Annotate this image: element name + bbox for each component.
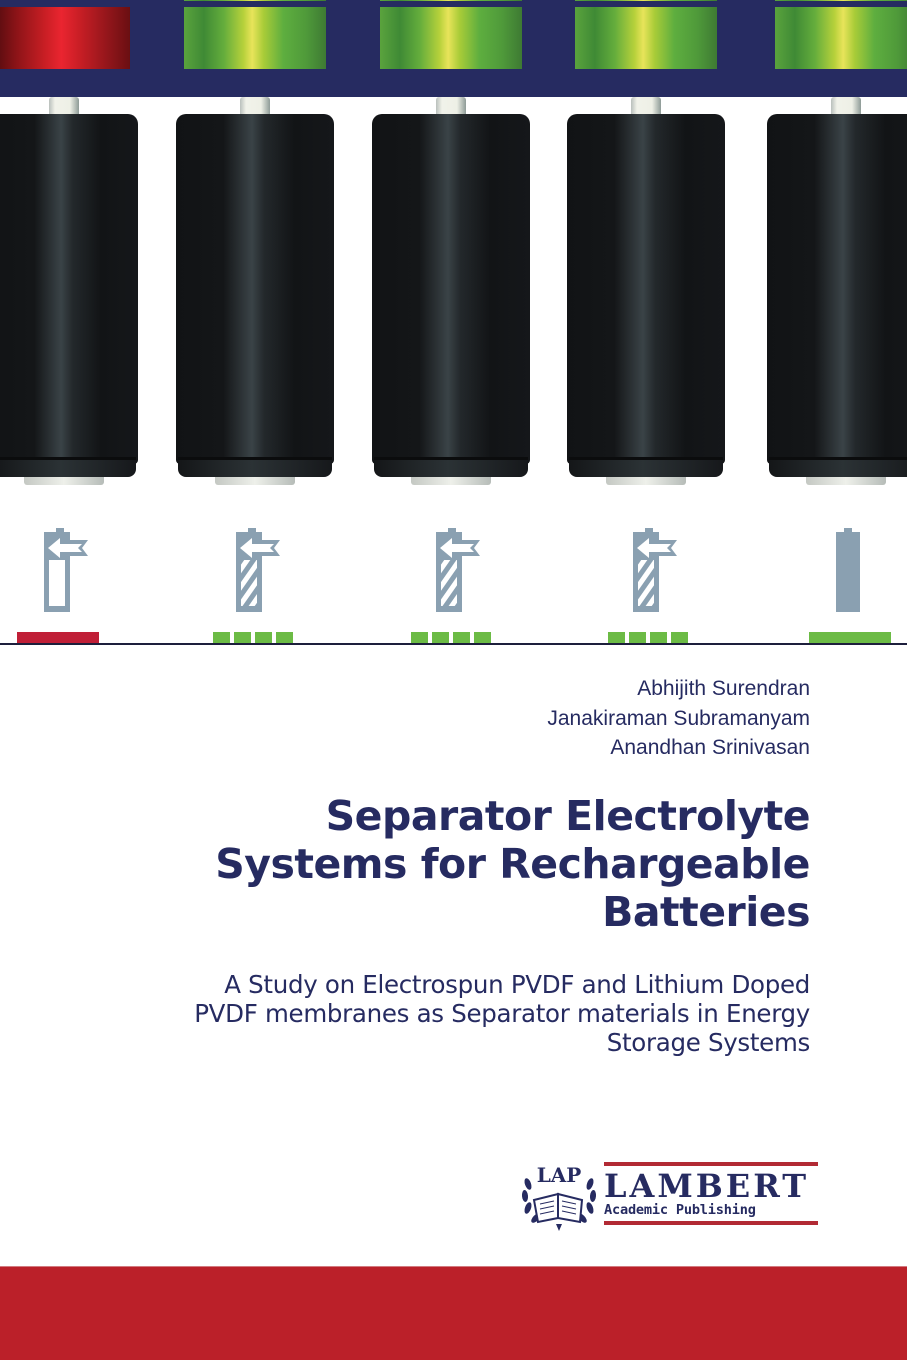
logo-top-rule xyxy=(604,1162,818,1166)
charge-cell xyxy=(775,0,907,1)
subtitle-line: Storage Systems xyxy=(606,1028,811,1057)
logo-bottom-rule xyxy=(604,1221,818,1225)
charge-cells xyxy=(380,0,522,69)
battery-bottom-terminal xyxy=(806,477,886,485)
battery-bottom-terminal xyxy=(24,477,104,485)
battery-base xyxy=(374,457,528,477)
level-bar-low xyxy=(17,632,99,644)
level-segment xyxy=(608,632,625,644)
battery-base xyxy=(569,457,723,477)
title-line: Separator Electrolyte xyxy=(325,792,811,840)
battery-base xyxy=(0,457,136,477)
battery-terminal xyxy=(831,97,861,115)
charge-cells xyxy=(775,0,907,69)
subtitle-line: A Study on Electrospun PVDF and Lithium … xyxy=(224,970,810,999)
book-laurel-emblem-icon: LAP xyxy=(520,1160,598,1232)
charge-cell xyxy=(380,7,522,69)
charge-cell xyxy=(575,0,717,1)
book-subtitle: A Study on Electrospun PVDF and Lithium … xyxy=(90,970,810,1057)
level-segment xyxy=(17,632,99,644)
charge-cells xyxy=(0,7,130,69)
level-segment xyxy=(671,632,688,644)
book-title: Separator Electrolyte Systems for Rechar… xyxy=(50,792,810,936)
title-line: Systems for Rechargeable xyxy=(215,840,810,888)
level-segment xyxy=(474,632,491,644)
battery-charging-hatched-icon xyxy=(230,528,290,612)
battery-bottom-terminal xyxy=(606,477,686,485)
battery-charging-hatched-icon xyxy=(627,528,687,612)
level-bar-segmented xyxy=(411,632,491,644)
author-name: Abhijith Surendran xyxy=(637,677,810,700)
level-segment xyxy=(234,632,251,644)
battery-body xyxy=(767,114,907,464)
battery-terminal xyxy=(436,97,466,115)
level-segment xyxy=(629,632,646,644)
battery-body xyxy=(176,114,334,464)
publisher-tagline: Academic Publishing xyxy=(604,1202,756,1218)
level-segment xyxy=(453,632,470,644)
battery-full-icon xyxy=(832,528,892,612)
subtitle-line: PVDF membranes as Separator materials in… xyxy=(194,999,810,1028)
battery-bottom-terminal xyxy=(411,477,491,485)
divider-line xyxy=(0,643,907,645)
battery-base xyxy=(178,457,332,477)
publisher-logo: LAP LAMBERT Academic Publishing xyxy=(520,1160,820,1232)
author-name: Anandhan Srinivasan xyxy=(610,736,810,759)
battery-body xyxy=(0,114,138,464)
battery-terminal xyxy=(49,97,79,115)
charge-cells xyxy=(575,0,717,69)
charge-cell xyxy=(184,0,326,1)
level-bar-full xyxy=(809,632,891,644)
level-segment xyxy=(650,632,667,644)
publisher-name: LAMBERT xyxy=(604,1167,810,1205)
battery-charging-hatched-icon xyxy=(430,528,490,612)
level-bar-segmented xyxy=(213,632,293,644)
svg-text:LAP: LAP xyxy=(537,1163,582,1187)
level-segment xyxy=(276,632,293,644)
charge-cells xyxy=(184,0,326,69)
charge-cell xyxy=(0,7,130,69)
level-segment xyxy=(411,632,428,644)
battery-body xyxy=(372,114,530,464)
author-list: Abhijith Surendran Janakiraman Subramany… xyxy=(547,674,810,763)
charge-cell xyxy=(380,0,522,1)
charge-cell xyxy=(575,7,717,69)
battery-bottom-terminal xyxy=(215,477,295,485)
battery-body xyxy=(567,114,725,464)
level-segment xyxy=(255,632,272,644)
level-segment xyxy=(809,632,891,644)
battery-base xyxy=(769,457,907,477)
charge-cell xyxy=(184,7,326,69)
level-segment xyxy=(432,632,449,644)
level-segment xyxy=(213,632,230,644)
battery-charging-empty-icon xyxy=(38,528,98,612)
title-line: Batteries xyxy=(602,888,810,936)
bottom-color-band xyxy=(0,1266,907,1360)
charge-cell xyxy=(775,7,907,69)
level-bar-segmented xyxy=(608,632,688,644)
battery-terminal xyxy=(240,97,270,115)
author-name: Janakiraman Subramanyam xyxy=(547,706,810,730)
battery-terminal xyxy=(631,97,661,115)
